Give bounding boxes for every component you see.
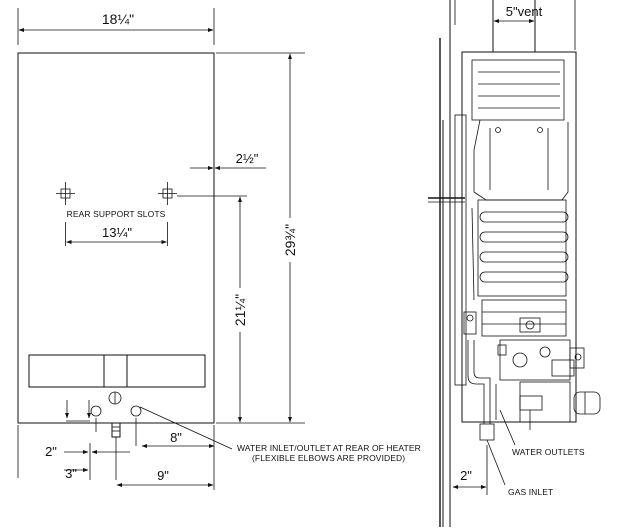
rear-support-slots-label: REAR SUPPORT SLOTS (67, 209, 166, 219)
width-label: 18¼" (102, 11, 134, 27)
wall-offset-dimension: 2" (452, 445, 488, 495)
heater-cabinet-side (461, 51, 577, 423)
front-view: 18¼" 29¾" 2½" REAR SU (17, 8, 421, 490)
inlet-spacing-label: 8" (170, 430, 182, 445)
inlet-offset-label: 2" (45, 444, 57, 459)
rear-support-slot-right (158, 182, 177, 205)
side-offset-label: 2½" (236, 151, 259, 166)
inlet-drop-label: 3" (65, 466, 77, 481)
burner-assembly (463, 299, 567, 337)
outlet-offset-label: 9" (157, 468, 169, 483)
slot-spacing-dimension: 13¼" (65, 222, 168, 246)
mounting-bracket (454, 114, 467, 386)
outlet-offset-dimension: 9" (116, 425, 215, 490)
vent-pipe: 5"vent (454, 0, 576, 52)
flue-hood (471, 59, 569, 201)
gas-inlet-pipe (111, 422, 121, 438)
slot-height-dimension: 21¼" (230, 196, 250, 423)
inlet-drop-dimension: 3" (17, 425, 91, 481)
control-panel (28, 354, 206, 388)
bottom-fittings (65, 391, 142, 480)
heat-exchanger-coil (471, 199, 569, 301)
water-callout-line2: (FLEXIBLE ELBOWS ARE PROVIDED) (252, 453, 405, 463)
bottom-plumbing (467, 340, 601, 441)
gas-inlet-label: GAS INLET (508, 487, 553, 497)
inlet-spacing-dimension: 8" (141, 430, 215, 448)
width-dimension: 18¼" (17, 8, 215, 45)
rear-support-slot-left (56, 182, 75, 205)
inlet-offset-dimension: 2" (45, 444, 130, 459)
water-outlet-fitting (130, 405, 142, 417)
slot-height-label: 21¼" (232, 294, 248, 326)
water-outlets-callout: WATER OUTLETS (499, 409, 585, 457)
gas-inlet-callout: GAS INLET (486, 439, 553, 497)
side-view: 5"vent (428, 0, 601, 527)
water-inlet-fitting (90, 405, 102, 417)
vent-label: 5"vent (506, 4, 543, 19)
water-outlets-label: WATER OUTLETS (512, 447, 585, 457)
side-offset-dimension: 2½" (190, 151, 266, 170)
slot-spacing-label: 13¼" (102, 225, 132, 240)
wall-offset-label: 2" (460, 468, 472, 483)
gas-valve (497, 339, 585, 381)
water-callout: WATER INLET/OUTLET AT REAR OF HEATER (FL… (139, 406, 421, 463)
water-callout-line1: WATER INLET/OUTLET AT REAR OF HEATER (237, 443, 421, 453)
height-dimension: 29¾" (216, 52, 305, 424)
height-label: 29¾" (282, 224, 298, 256)
mounting-wall (439, 0, 451, 527)
